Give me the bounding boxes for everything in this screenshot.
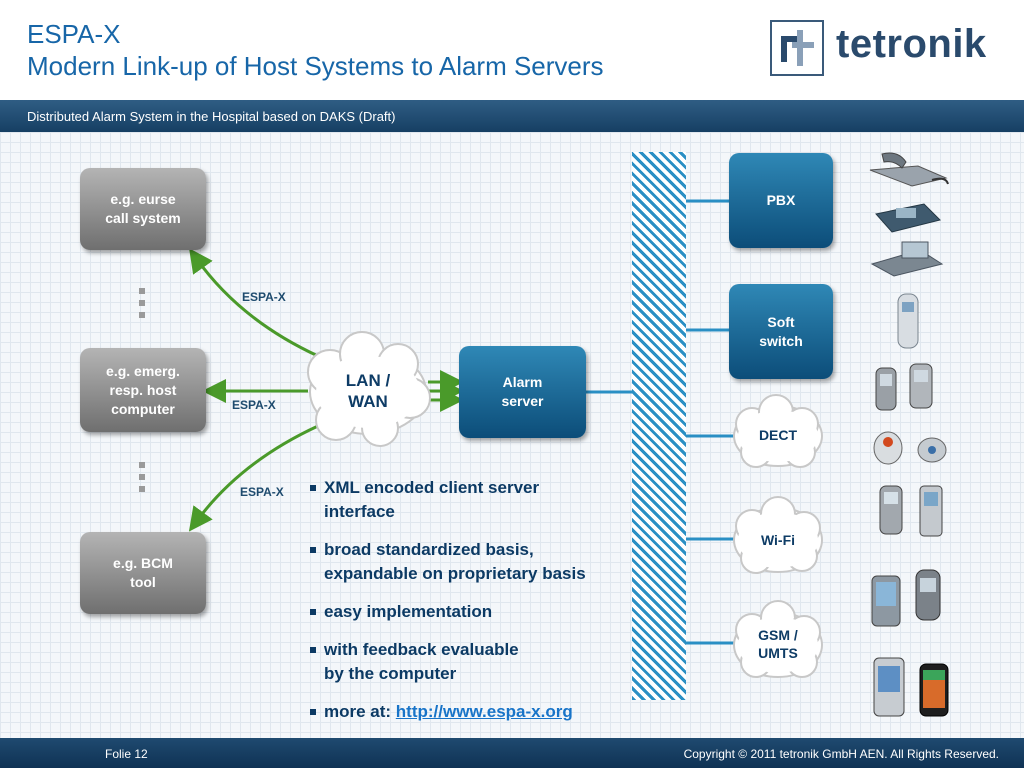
ellipsis-dots-top [139,288,145,324]
copyright-text: Copyright © 2011 tetronik GmbH AEN. All … [683,747,999,761]
feature-list: XML encoded client server interface broa… [308,476,638,738]
espa-label-middle: ESPA-X [232,398,276,412]
alarm-server-box: Alarm server [459,346,586,438]
mobile-phone-icon [909,363,933,409]
gsm-umts-label: GSM / UMTS [758,627,798,661]
smartphone-icon [873,657,905,717]
mobile-phone-icon [919,485,943,537]
espa-label-top: ESPA-X [242,290,286,304]
host-bcm-tool: e.g. BCM tool [80,532,206,614]
dect-cloud [733,394,823,468]
mobile-phone-icon [875,367,897,411]
desk-phone-icon [875,203,941,233]
more-prefix: more at: [324,702,396,721]
network-backbone [632,152,686,700]
pager-icon [917,437,947,463]
dect-label: DECT [758,427,798,443]
desk-phone-icons [869,152,949,277]
espa-link-top [189,248,319,358]
wifi-label: Wi-Fi [760,532,796,548]
footer-bar: Folie 12 Copyright © 2011 tetronik GmbH … [0,738,1024,768]
feature-item-more: more at: http://www.espa-x.org [308,700,638,724]
mobile-phone-icon [915,569,941,621]
pager-icon [873,431,903,465]
dect-handset-icon [897,293,919,349]
logo-text: tetronik [836,22,987,66]
logo-mark-icon [781,30,814,66]
espa-link-bottom [188,424,319,532]
espa-x-link[interactable]: http://www.espa-x.org [395,702,573,721]
host-emergency-computer: e.g. emerg. resp. host computer [80,348,206,432]
pbx-box: PBX [729,153,833,248]
mobile-device-icons [871,485,949,717]
espa-label-bottom: ESPA-X [240,485,284,499]
ellipsis-dots-bottom [139,462,145,498]
dect-handset-icons [873,293,947,465]
desk-phone-icon [870,241,944,277]
mobile-phone-icon [879,485,903,535]
smartphone-icon [919,663,949,717]
logo-mark [770,20,824,76]
slide-number: Folie 12 [105,747,148,761]
title-line-1: ESPA-X [27,19,121,49]
pda-phone-icon [871,575,901,627]
feature-item: easy implementation [308,600,638,624]
subtitle-bar: Distributed Alarm System in the Hospital… [0,100,1024,132]
desk-phone-icon [869,152,949,187]
softswitch-box: Soft switch [729,284,833,379]
slide-title: ESPA-X Modern Link-up of Host Systems to… [27,18,604,82]
gsm-cloud [733,600,823,678]
host-nurse-call: e.g. eurse call system [80,168,206,250]
feature-item: XML encoded client server interface [308,476,638,524]
feature-item: broad standardized basis, expandable on … [308,538,638,586]
lan-wan-cloud [307,331,431,447]
subtitle-text: Distributed Alarm System in the Hospital… [27,109,396,124]
wifi-cloud [733,496,823,574]
tetronik-logo: tetronik [770,20,1000,80]
title-line-2: Modern Link-up of Host Systems to Alarm … [27,51,604,81]
lan-wan-label: LAN / WAN [345,371,391,411]
feature-item: with feedback evaluable by the computer [308,638,638,686]
